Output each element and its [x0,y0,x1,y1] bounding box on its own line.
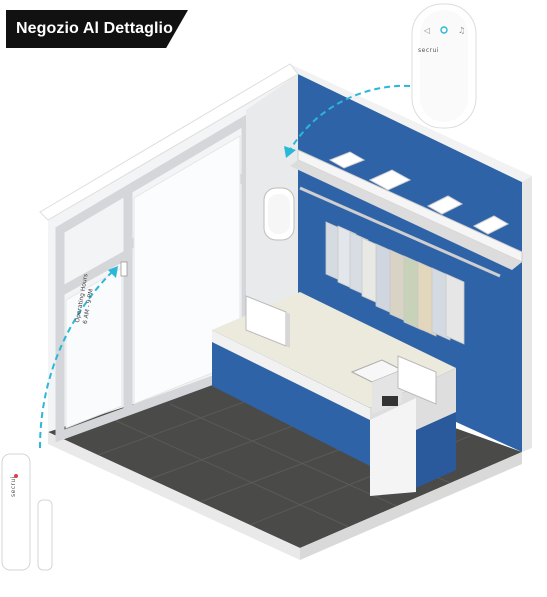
counter-front-left [212,330,370,466]
wall-hub [263,187,295,241]
clothing-rail [299,186,501,278]
music-note-icon: ♫ [458,26,465,35]
counter-lower-blue [416,412,456,488]
register [350,355,437,414]
hub-product: ◁ ♫ [411,3,477,129]
power-icon [440,26,448,34]
floor-edge-right [300,452,522,560]
hanging-clothes [325,221,465,345]
floor-tiles [97,375,471,533]
page-title: Negozio Al Dettaglio [16,20,173,37]
wall-shelf-front [290,160,522,270]
signal-arrow-bottom [108,266,118,278]
title-badge: Negozio Al Dettaglio [6,10,188,48]
signal-arc-bottom [39,271,113,449]
back-wall-right-top [290,64,532,182]
shelf-boxes [328,151,510,235]
sensor-brand-label: secrui [10,475,17,497]
hub-brand-label: secrui [418,47,440,54]
counter-front-left-trim [212,330,370,420]
signal-arrow-top [284,146,296,158]
back-wall-right-edge [522,176,532,452]
floor-edge-left [48,432,300,560]
door-sensor-small [120,261,128,277]
volume-icon: ◁ [423,26,430,35]
monitor [245,295,290,348]
floor [48,360,522,548]
glass-pane-door [65,267,123,429]
door-sensor-product [1,453,53,571]
counter-lower-front [370,398,416,496]
signal-arc-top [289,84,411,151]
